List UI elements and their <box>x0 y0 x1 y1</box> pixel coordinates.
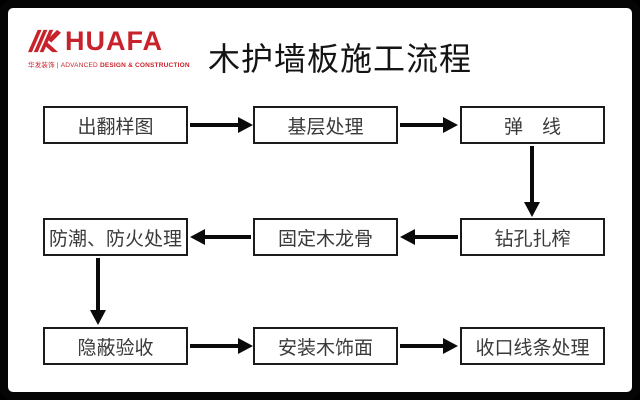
flow-step-yinbi-yanshou: 隐蔽验收 <box>43 327 188 365</box>
brand-tagline: 华发装饰 | ADVANCED DESIGN & CONSTRUCTION <box>28 59 190 69</box>
company-logo: HUAFA 华发装饰 | ADVANCED DESIGN & CONSTRUCT… <box>28 25 190 71</box>
flow-step-tanxian: 弹 线 <box>460 106 605 144</box>
brand-tagline-left: 华发装饰 | ADVANCED <box>28 62 100 69</box>
flow-step-shoukou-xiantiao: 收口线条处理 <box>460 327 605 365</box>
flow-step-anzhuang-mushimian: 安装木饰面 <box>253 327 398 365</box>
flow-step-zuankong: 钻孔扎榨 <box>460 218 605 256</box>
huafa-k-logo-icon <box>28 29 61 53</box>
flow-step-guding-mulonggu: 固定木龙骨 <box>253 218 398 256</box>
brand-name: HUAFA <box>65 26 163 56</box>
flow-step-chufanyangtu: 出翻样图 <box>43 106 188 144</box>
brand-tagline-right: DESIGN & CONSTRUCTION <box>99 62 190 69</box>
flow-step-jicengchuli: 基层处理 <box>253 106 398 144</box>
flow-step-fangchao-fanghuo: 防潮、防火处理 <box>43 218 188 256</box>
page-title: 木护墙板施工流程 <box>208 41 473 77</box>
slide-canvas: HUAFA 华发装饰 | ADVANCED DESIGN & CONSTRUCT… <box>8 8 632 392</box>
